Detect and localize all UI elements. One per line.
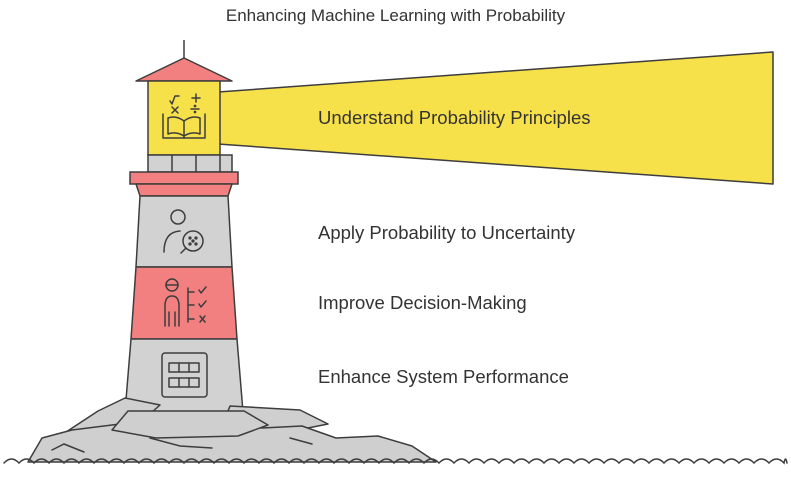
book-math-icon	[162, 93, 206, 139]
lantern-room	[147, 80, 221, 156]
person-search-icon	[163, 209, 204, 254]
step-label-1: Understand Probability Principles	[318, 107, 591, 128]
diagram-title: Enhancing Machine Learning with Probabil…	[225, 6, 566, 25]
lighthouse-roof	[135, 57, 233, 82]
step-label-4: Enhance System Performance	[318, 366, 569, 387]
tower-section-2	[135, 195, 233, 268]
gallery-skirt	[135, 183, 233, 197]
rocks	[27, 397, 437, 463]
step-label-2: Apply Probability to Uncertainty	[318, 222, 576, 243]
gallery-deck	[129, 171, 239, 185]
step-label-3: Improve Decision-Making	[318, 292, 527, 313]
sea-waves	[3, 458, 788, 465]
person-checklist-icon	[164, 278, 207, 327]
tower-section-3	[130, 266, 238, 340]
memory-module-icon	[161, 352, 208, 398]
